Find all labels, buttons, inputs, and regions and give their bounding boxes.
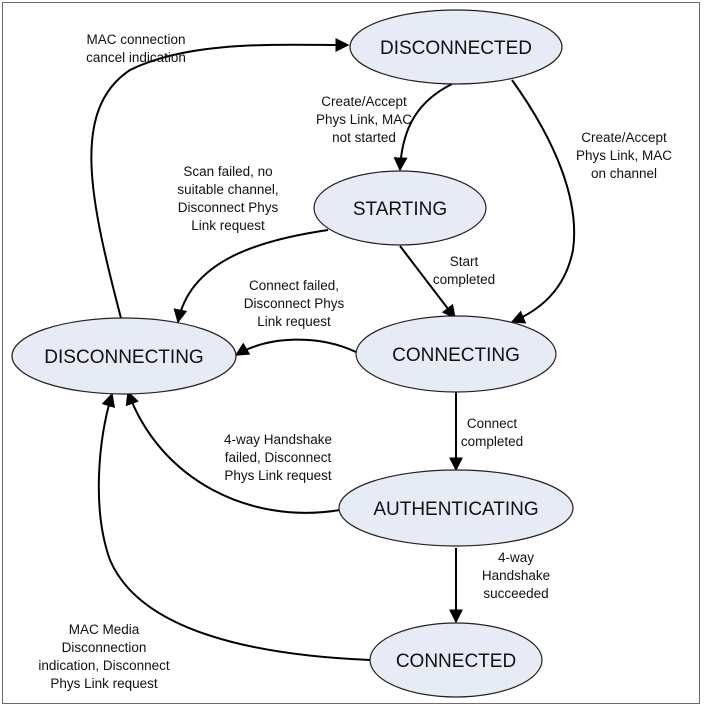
label-handshake-failed-line: Phys Link request [224,468,332,483]
label-create-on-channel-line: Phys Link, MAC [576,148,672,163]
state-authenticating-label: AUTHENTICATING [373,499,538,520]
label-handshake-failed-line: failed, Disconnect [225,450,332,465]
state-starting[interactable]: STARTING [313,170,487,246]
label-mac-cancel-line: MAC connection [86,32,185,47]
edge-connect-failed [234,338,357,356]
state-connected[interactable]: CONNECTED [369,622,543,698]
label-connect-failed-line: Disconnect Phys [244,296,345,311]
state-disconnecting-label: DISCONNECTING [44,347,203,368]
edge-start-completed [399,245,456,320]
edge-mac-cancel [90,37,350,323]
state-disconnecting[interactable]: DISCONNECTING [11,317,237,395]
label-create-not-started-line: Create/Accept [321,94,407,109]
label-connect-completed: Connect completed [461,416,523,449]
state-connecting[interactable]: CONNECTING [355,315,557,393]
edge-create-not-started [393,83,453,172]
state-authenticating[interactable]: AUTHENTICATING [338,469,574,547]
label-handshake-succeeded-line: Handshake [482,568,550,583]
state-connecting-label: CONNECTING [392,345,520,366]
label-start-completed: Start completed [433,254,495,287]
edge-mac-media-disconnect [97,392,371,661]
label-create-not-started-line: not started [332,130,396,145]
label-create-on-channel-line: on channel [591,166,657,181]
edge-scan-failed [173,229,329,324]
label-scan-failed-line: Disconnect Phys [178,200,279,215]
label-handshake-failed-line: 4-way Handshake [224,432,332,447]
label-mac-media-disconnect-line: MAC Media [69,622,140,637]
transition-edges [90,37,576,661]
label-mac-media-disconnect-line: Phys Link request [50,676,158,691]
label-mac-cancel: MAC connection cancel indication [86,32,186,65]
label-scan-failed-line: Link request [191,218,265,233]
label-start-completed-line: Start [450,254,479,269]
label-create-not-started-line: Phys Link, MAC [316,112,412,127]
edge-create-on-channel [510,79,576,324]
label-scan-failed: Scan failed, no suitable channel, Disconne… [177,164,278,233]
edge-handshake-failed [125,390,341,514]
state-starting-label: STARTING [353,199,447,220]
label-mac-media-disconnect-line: Disconnection [62,640,147,655]
state-disconnected-label: DISCONNECTED [380,38,532,59]
label-mac-media-disconnect-line: indication, Disconnect [38,658,170,673]
label-connect-completed-line: Connect [467,416,518,431]
state-connected-label: CONNECTED [396,651,516,672]
label-handshake-succeeded-line: succeeded [483,586,548,601]
label-create-on-channel-line: Create/Accept [581,130,667,145]
label-mac-cancel-line: cancel indication [86,50,186,65]
label-handshake-succeeded-line: 4-way [498,550,534,565]
state-disconnected[interactable]: DISCONNECTED [349,9,563,85]
label-connect-completed-line: completed [461,434,523,449]
label-scan-failed-line: Scan failed, no [183,164,272,179]
label-start-completed-line: completed [433,272,495,287]
label-connect-failed-line: Link request [257,314,331,329]
label-connect-failed-line: Connect failed, [249,278,339,293]
label-scan-failed-line: suitable channel, [177,182,278,197]
